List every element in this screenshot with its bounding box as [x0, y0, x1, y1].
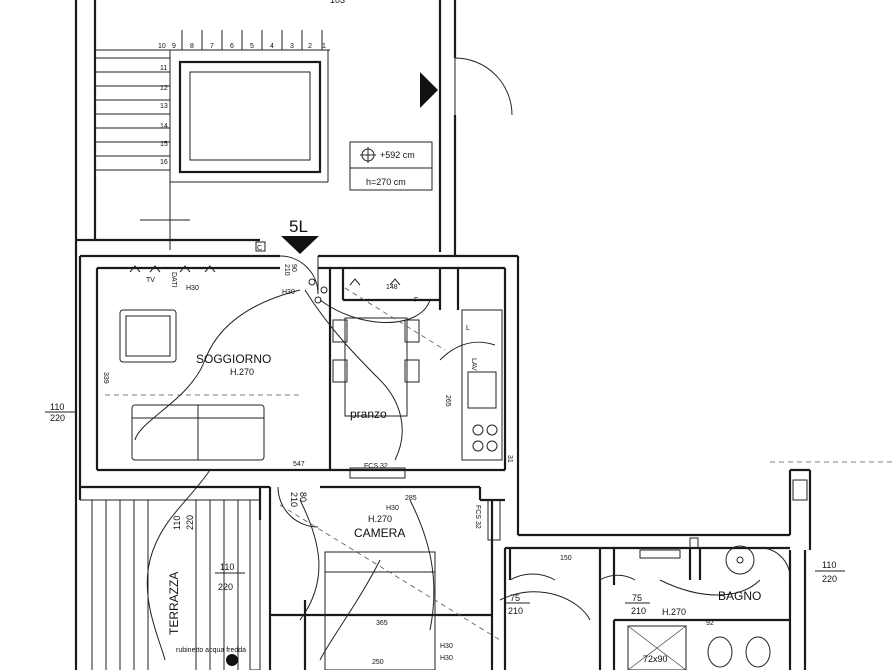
step-number: 7 — [210, 43, 214, 50]
dim-339: 339 — [102, 372, 109, 384]
step-number: 16 — [160, 159, 168, 166]
terrace-door-width: 110 — [172, 516, 182, 530]
dim-148: 148 — [386, 284, 398, 291]
bath-door1-width: 75 — [510, 593, 520, 603]
window-left-height: 220 — [50, 413, 65, 423]
step-number: 2 — [308, 43, 312, 50]
step-number: 14 — [160, 123, 168, 130]
h30-label: H30 — [440, 643, 453, 650]
fcs-label: FCS 32 — [474, 505, 481, 529]
misc-labels: H30 H30 H30 H30 H30 FCS 32 FCS 32 LAV L … — [146, 272, 668, 664]
step-number: 13 — [160, 103, 168, 110]
camera-door-height: 210 — [289, 492, 299, 507]
outlet-symbols — [129, 265, 401, 304]
step-number: 3 — [290, 43, 294, 50]
dim-150: 150 — [560, 555, 572, 562]
room-name-pranzo: pranzo — [350, 407, 387, 421]
apartment-walls — [78, 254, 812, 670]
terrace-door-height: 220 — [185, 515, 195, 530]
elevation-label: +592 cm — [380, 150, 415, 160]
bath-door2-width: 75 — [632, 593, 642, 603]
tv-label: TV — [146, 277, 155, 284]
unit-marker: 5L — [289, 217, 308, 236]
dim-31: 31 — [506, 455, 513, 463]
step-number: 12 — [160, 85, 168, 92]
cold-water-tap-icon — [226, 654, 238, 666]
terrace-decking — [80, 499, 261, 670]
step-number: 10 — [158, 43, 166, 50]
top-cut-label: 103 — [330, 0, 345, 5]
dim-365: 365 — [376, 620, 388, 627]
stair-step-numbers: 10 9 8 7 6 5 4 3 2 1 11 12 13 14 15 16 — [158, 43, 326, 166]
stairwell — [74, 0, 513, 670]
camera-door-width: 80 — [298, 492, 308, 502]
step-number: 9 — [172, 43, 176, 50]
dim-92: 92 — [706, 620, 714, 627]
l-label: L — [466, 325, 470, 332]
h30-label: H30 — [440, 655, 453, 662]
room-height-bagno: H.270 — [662, 607, 686, 617]
bath-door2-height: 210 — [631, 606, 646, 616]
terrace-door2-height: 220 — [218, 582, 233, 592]
dim-250: 250 — [372, 659, 384, 666]
room-name-terrazza: TERRAZZA — [167, 572, 181, 635]
toilet-icon — [707, 636, 733, 668]
entrance-arrow-icon — [281, 236, 319, 254]
room-name-bagno: BAGNO — [718, 589, 761, 603]
height-label: h=270 cm — [366, 177, 406, 187]
step-number: 4 — [270, 43, 274, 50]
lav-label: LAV — [470, 358, 477, 371]
h30-label: H30 — [186, 285, 199, 292]
step-number: 6 — [230, 43, 234, 50]
terrace-door2-width: 110 — [220, 562, 234, 572]
entrance-width: 90 — [290, 264, 297, 272]
step-number: 8 — [190, 43, 194, 50]
dati-label: DATI — [170, 272, 177, 287]
washbasin-icon — [725, 545, 755, 575]
window-right-height: 220 — [822, 574, 837, 584]
room-height-camera: H.270 — [368, 514, 392, 524]
dimension-labels: 148 339 547 285 265 365 250 150 92 31 — [102, 284, 714, 666]
opening-labels: 90 210 80 210 110 220 110 220 110 220 11… — [45, 264, 845, 616]
entrance-height: 210 — [283, 264, 290, 276]
f-label: F — [414, 297, 418, 304]
radiator-icon — [639, 549, 681, 559]
cold-water-label: rubinetto acqua fredda — [176, 647, 246, 654]
furniture — [119, 309, 771, 670]
step-number: 15 — [160, 141, 168, 148]
dim-285: 285 — [405, 495, 417, 502]
room-height-soggiorno: H.270 — [230, 367, 254, 377]
radiator-icon — [349, 467, 406, 479]
h30-label: H30 — [386, 505, 399, 512]
step-number: 5 — [250, 43, 254, 50]
landing-door-arrow-icon — [420, 72, 438, 108]
shower-size-label: 72x90 — [643, 654, 668, 664]
window-left-width: 110 — [50, 402, 64, 412]
shower-tray — [627, 625, 687, 670]
window-right-width: 110 — [822, 560, 836, 570]
room-name-soggiorno: SOGGIORNO — [196, 352, 271, 366]
h30-label: H30 — [282, 289, 295, 296]
electrical-wiring — [105, 287, 761, 661]
radiator-icon — [487, 499, 501, 541]
bath-door1-height: 210 — [508, 606, 523, 616]
step-number: 11 — [160, 65, 167, 72]
fcs-label: FCS 32 — [364, 463, 388, 470]
bidet-icon — [745, 636, 771, 668]
corner-mark: C — [257, 245, 262, 252]
room-name-camera: CAMERA — [354, 526, 405, 540]
dim-547: 547 — [293, 461, 305, 468]
dim-265: 265 — [444, 395, 451, 407]
step-number: 1 — [322, 43, 326, 50]
